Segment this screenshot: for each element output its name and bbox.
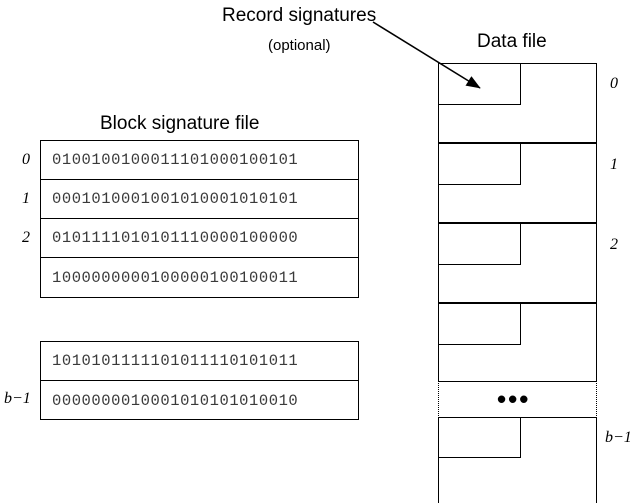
data-file-ellipsis: •••	[497, 384, 531, 414]
data-file-block-0	[438, 63, 597, 143]
block-signature-row: 0101111010101110000100000	[41, 219, 358, 258]
data-file-label-1: 1	[610, 156, 618, 173]
block-sig-row-label-2: 2	[22, 229, 30, 246]
signature-bits: 0001010001001010001010101	[52, 190, 299, 208]
data-file-label-0: 0	[610, 75, 618, 92]
block-signature-row: 1010101111101011110101011	[41, 342, 358, 381]
signature-bits: 0100100100011101000100101	[52, 151, 299, 169]
record-signature-box-1	[438, 144, 521, 185]
signature-bits: 1010101111101011110101011	[52, 352, 299, 370]
block-signature-table-top: 0100100100011101000100101 00010100010010…	[40, 140, 359, 298]
data-file-block-2	[438, 223, 597, 303]
signature-bits: 0000000010001010101010010	[52, 391, 299, 410]
block-signature-row: 0100100100011101000100101	[41, 141, 358, 180]
signature-bits: 1000000000100000100100011	[52, 268, 299, 287]
data-file-label-2: 2	[610, 236, 618, 253]
block-sig-row-label-0: 0	[22, 151, 30, 168]
record-signature-box-0	[438, 64, 521, 105]
data-file-column-bottom	[438, 417, 597, 503]
data-file-label-b-minus-1: b−1	[605, 429, 632, 446]
block-signature-table-bottom: 1010101111101011110101011 00000000100010…	[40, 341, 359, 420]
block-sig-row-label-1: 1	[22, 190, 30, 207]
block-signature-row: 0001010001001010001010101	[41, 180, 358, 219]
record-signatures-optional-label: (optional)	[268, 37, 331, 54]
data-file-block-3	[438, 303, 597, 382]
data-file-continuation-left-dotted	[438, 383, 439, 416]
block-signature-file-title: Block signature file	[100, 113, 260, 134]
record-signatures-label: Record signatures	[222, 5, 377, 26]
data-file-continuation-right-dotted	[596, 383, 597, 416]
data-file-block-b-minus-1	[438, 417, 597, 503]
block-signature-row: 1000000000100000100100011	[41, 258, 358, 297]
data-file-block-b-minus-1-top-edge	[438, 417, 597, 418]
block-signature-row: 0000000010001010101010010	[41, 381, 358, 420]
record-signature-box-2	[438, 224, 521, 265]
record-signature-box-b-minus-1	[438, 417, 521, 458]
block-sig-row-label-b-minus-1: b−1	[4, 390, 31, 407]
data-file-block-1	[438, 143, 597, 223]
signature-bits: 0101111010101110000100000	[52, 229, 299, 247]
record-signature-box-3	[438, 304, 521, 345]
data-file-title: Data file	[477, 31, 547, 52]
